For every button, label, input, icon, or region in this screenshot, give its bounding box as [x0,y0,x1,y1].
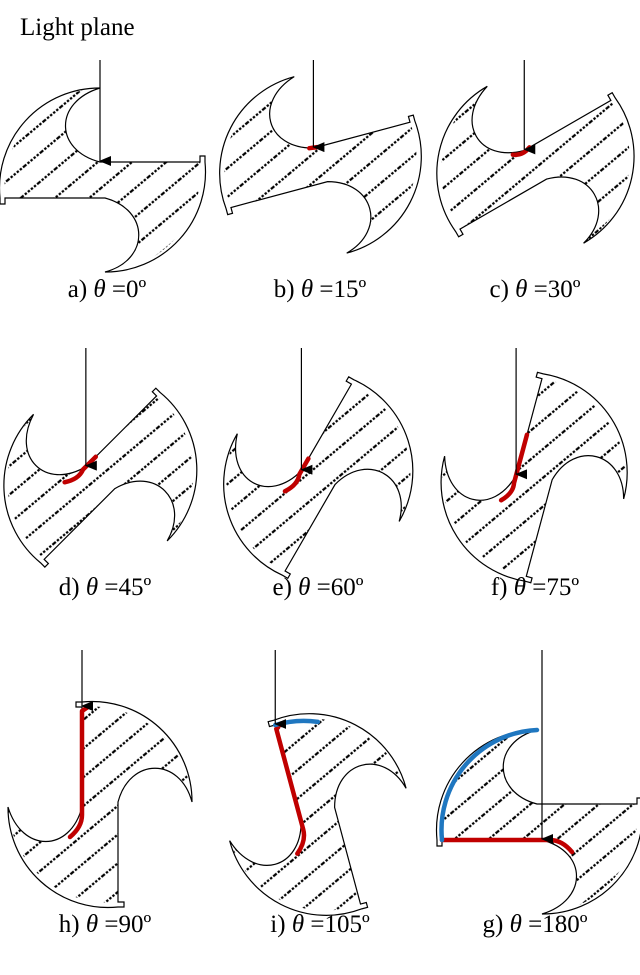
panel-e [198,348,438,598]
caption-label: d) [58,574,80,601]
theta-symbol: θ [85,911,99,938]
caption-value: =30º [533,276,581,303]
illuminated-edge-red [439,837,575,855]
caption-d: d) θ =45º [59,574,151,602]
caption-value: =105º [310,911,370,938]
caption-label: h) [58,911,80,938]
caption-label: e) [272,574,292,601]
caption-h: h) θ =90º [59,911,151,939]
illuminated-edge-blue [439,727,540,843]
caption-value: =45º [104,574,152,601]
illuminated-edge-red [498,432,530,503]
caption-e: e) θ =60º [272,574,363,602]
caption-value: =180º [528,911,588,938]
hatch-fill [8,706,192,903]
hatch-fill [415,45,640,285]
caption-label: a) [67,276,88,303]
theta-symbol: θ [300,276,314,303]
caption-value: =0º [111,276,147,303]
panel-g [435,650,640,915]
theta-symbol: θ [85,574,99,601]
illuminated-edge-red [62,454,99,485]
light-plane-label: Light plane [20,14,135,41]
hatch-fill [441,730,638,914]
caption-a: a) θ =0º [68,276,147,304]
panel-c [415,45,640,285]
hatch-fill [201,50,439,280]
caption-label: b) [273,276,295,303]
illuminated-edge-red [282,456,311,494]
caption-label: i) [270,911,286,938]
caption-b: b) θ =15º [274,276,366,304]
caption-label: g) [482,911,504,938]
caption-value: =90º [104,911,152,938]
theta-symbol: θ [93,276,106,303]
caption-c: c) θ =30º [489,276,580,304]
panel-i [203,650,433,934]
hatch-fill [198,358,438,598]
theta-symbol: θ [509,911,522,938]
caption-label: f) [490,574,508,601]
theta-symbol: θ [298,574,311,601]
panel-b [201,50,439,280]
caption-label: c) [489,276,509,303]
caption-value: =75º [532,574,580,601]
theta-symbol: θ [513,574,527,601]
hatch-fill [203,696,433,934]
caption-f: f) θ =75º [491,574,579,602]
caption-g: g) θ =180º [483,911,588,939]
panel-f [419,348,640,597]
panel-h [7,650,193,909]
hatch-fill [419,359,640,597]
illuminated-edge-red [274,721,307,856]
caption-value: =60º [316,574,364,601]
illuminated-edge-red [67,704,91,840]
theta-symbol: θ [515,276,528,303]
theta-symbol: θ [291,911,305,938]
caption-i: i) θ =105º [270,911,369,939]
hatch-fill [0,358,220,598]
caption-value: =15º [319,276,367,303]
hatch-fill [4,88,201,272]
panel-a [0,60,207,273]
